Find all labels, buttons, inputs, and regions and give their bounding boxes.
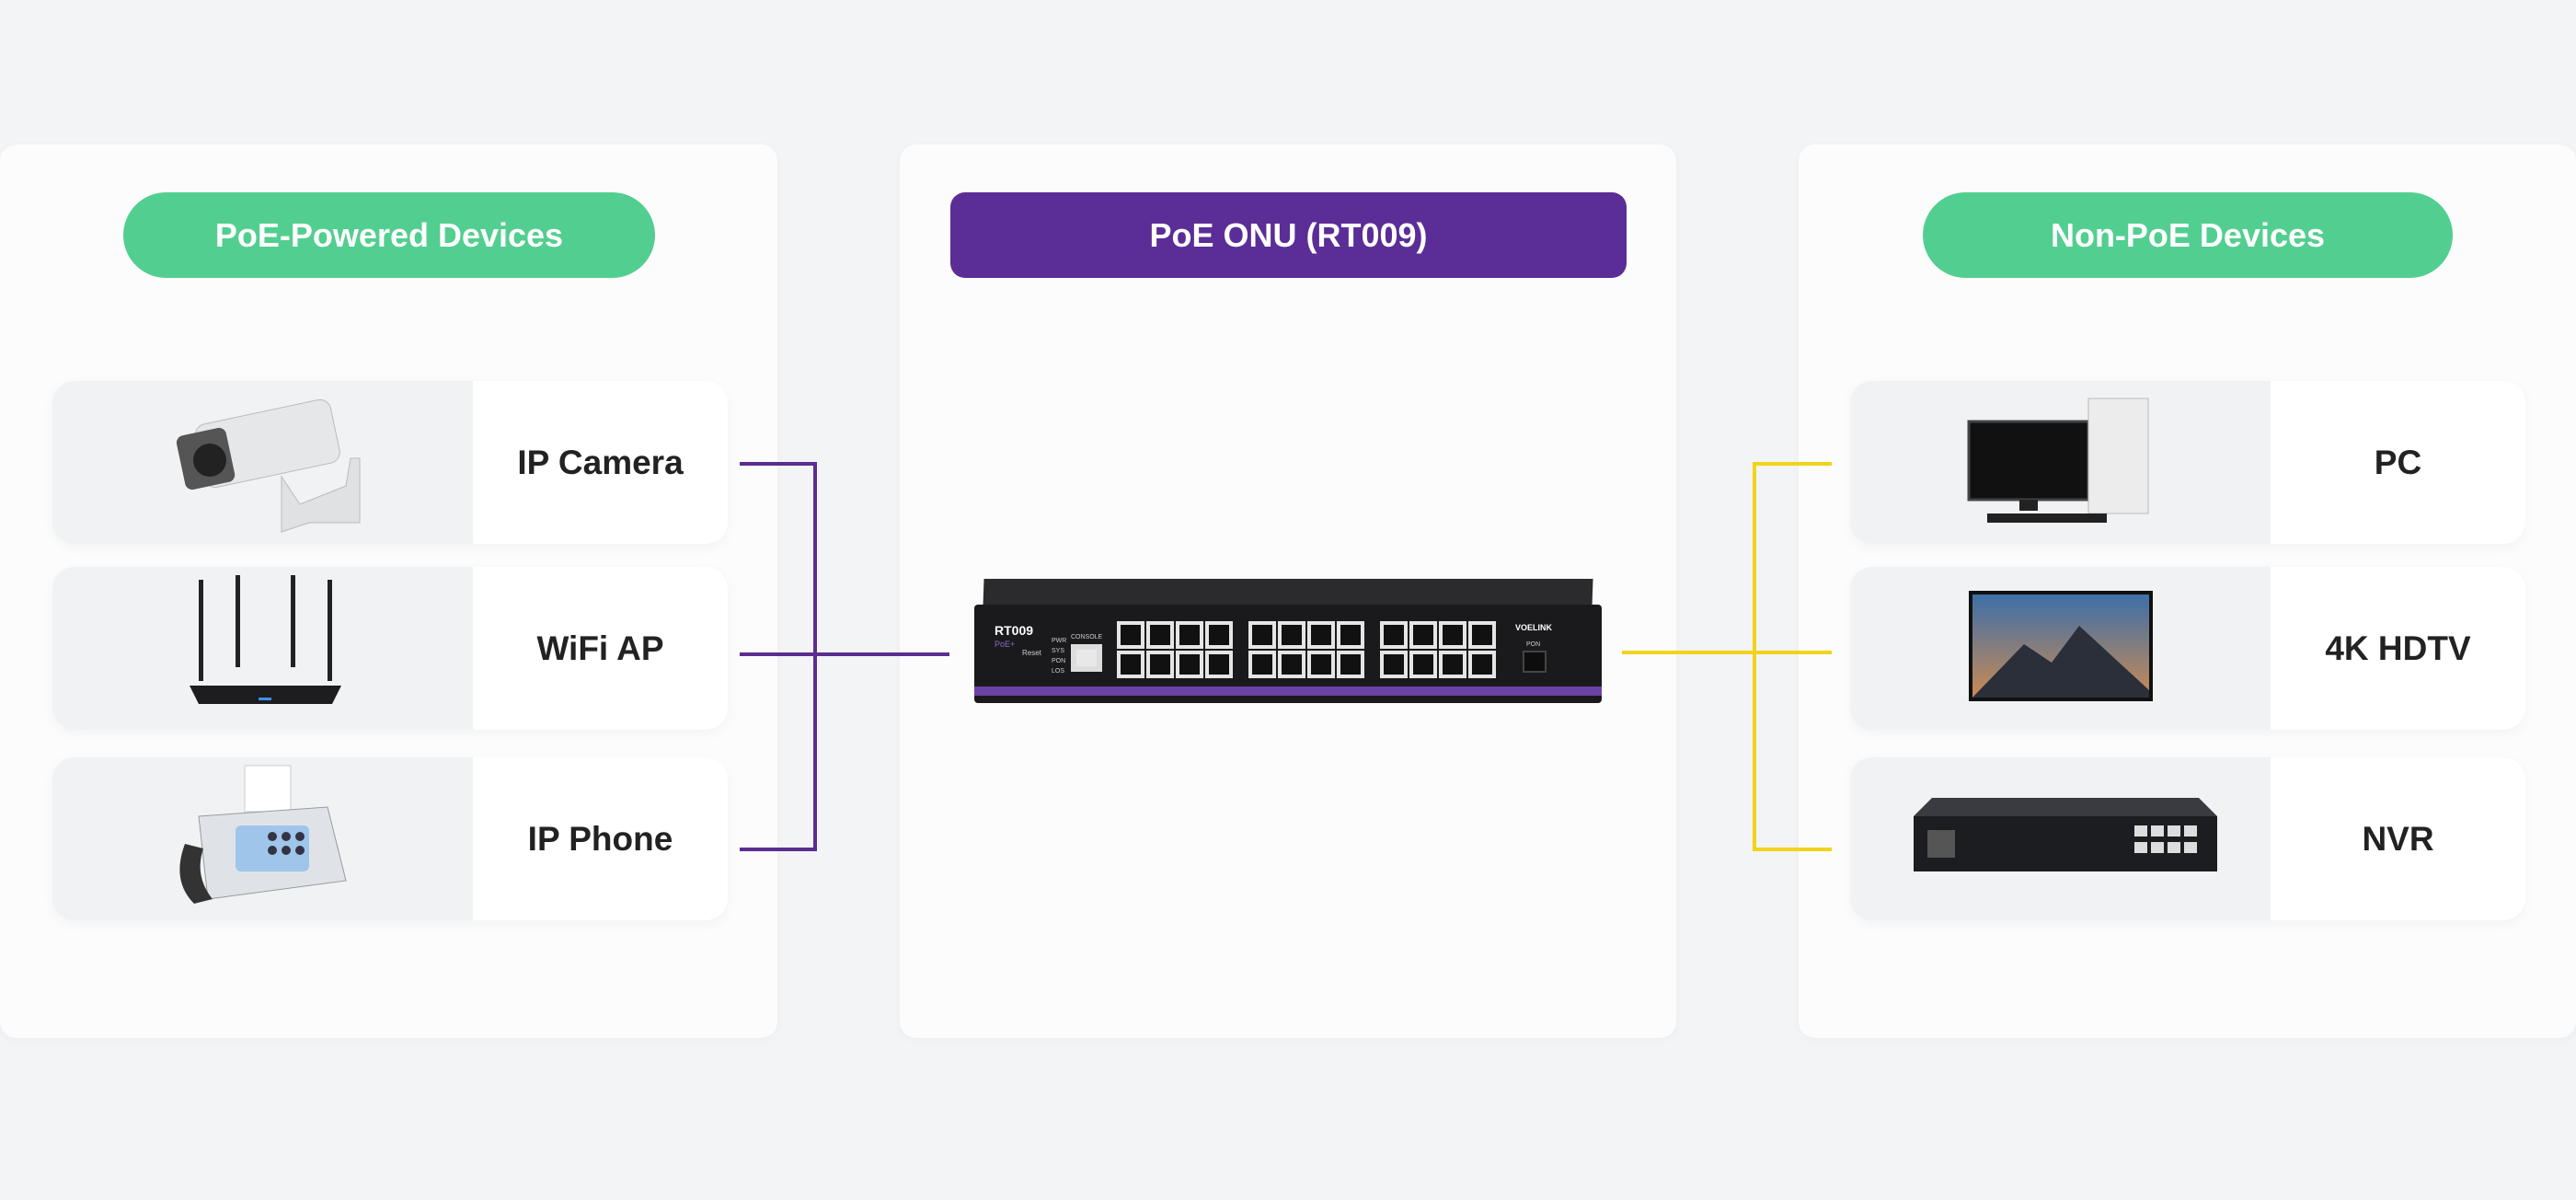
ethernet-port: [1468, 651, 1496, 678]
list-item: IP Camera: [52, 381, 728, 544]
poe-connector: [740, 848, 817, 851]
ethernet-port: [1468, 621, 1496, 649]
ethernet-port: [1278, 651, 1305, 678]
non-poe-connector: [1753, 848, 1832, 851]
poe-devices-header: PoE-Powered Devices: [123, 192, 655, 278]
non-poe-connector: [1753, 462, 1756, 851]
ethernet-port: [1409, 651, 1437, 678]
ethernet-port: [1307, 651, 1335, 678]
model-label: RT009: [995, 623, 1034, 638]
led-label-pon: PON: [1052, 658, 1066, 664]
ethernet-port: [1117, 651, 1144, 678]
pon-label: PON: [1526, 641, 1541, 648]
ethernet-port: [1380, 621, 1408, 649]
led-label-sys: SYS: [1052, 648, 1065, 654]
item-label: NVR: [2271, 757, 2525, 920]
item-label: IP Phone: [473, 757, 728, 920]
list-item: 4K HDTV: [1850, 567, 2525, 730]
non-poe-connector: [1622, 651, 1756, 654]
ethernet-port: [1337, 621, 1364, 649]
ethernet-port: [1176, 651, 1203, 678]
list-item: NVR: [1850, 757, 2525, 920]
brand-logo: VOELINK: [1515, 623, 1553, 632]
ethernet-port: [1205, 651, 1233, 678]
poe-connector: [813, 652, 949, 656]
list-item: PC: [1850, 381, 2525, 544]
poe-devices-panel: PoE-Powered Devices IP Camera WiFi AP IP…: [0, 144, 777, 1038]
console-port: [1071, 644, 1102, 672]
ethernet-port: [1307, 621, 1335, 649]
ip-camera-icon: [52, 381, 473, 544]
list-item: WiFi AP: [52, 567, 728, 730]
poe-onu-switch: RT009 PoE+ Reset PWR SYS PON LOS CONSOLE…: [974, 579, 1602, 703]
ethernet-port: [1205, 621, 1233, 649]
item-label: PC: [2271, 381, 2525, 544]
led-label-pwr: PWR: [1052, 638, 1067, 644]
item-label: WiFi AP: [473, 567, 728, 730]
list-item: IP Phone: [52, 757, 728, 920]
poe-connector: [740, 652, 817, 656]
non-poe-connector: [1753, 462, 1832, 466]
item-label: IP Camera: [473, 381, 728, 544]
ethernet-port: [1117, 621, 1144, 649]
ethernet-port: [1439, 651, 1466, 678]
ethernet-port: [1176, 621, 1203, 649]
ethernet-port: [1380, 651, 1408, 678]
pc-icon: [1850, 381, 2271, 544]
non-poe-devices-header: Non-PoE Devices: [1923, 192, 2453, 278]
ethernet-port: [1248, 621, 1276, 649]
poe-connector: [740, 462, 817, 466]
nvr-icon: [1850, 757, 2271, 920]
onu-panel: PoE ONU (RT009) RT009 PoE+ Reset PWR SYS…: [900, 144, 1676, 1038]
item-label: 4K HDTV: [2271, 567, 2525, 730]
ip-phone-icon: [52, 757, 473, 920]
ethernet-port: [1146, 651, 1174, 678]
pon-port: [1523, 651, 1547, 673]
poe-connector: [813, 462, 817, 851]
ethernet-port: [1439, 621, 1466, 649]
ethernet-port: [1409, 621, 1437, 649]
onu-header: PoE ONU (RT009): [950, 192, 1627, 278]
non-poe-devices-panel: Non-PoE Devices PC 4K HDTV NVR: [1799, 144, 2576, 1038]
ethernet-port: [1278, 621, 1305, 649]
ethernet-port: [1146, 621, 1174, 649]
wifi-router-icon: [52, 567, 473, 730]
reset-label: Reset: [1022, 649, 1041, 657]
console-label: CONSOLE: [1071, 634, 1103, 640]
ethernet-ports: [1117, 621, 1496, 682]
model-sub-label: PoE+: [995, 640, 1016, 649]
ethernet-port: [1337, 651, 1364, 678]
non-poe-connector: [1753, 651, 1832, 654]
tv-icon: [1850, 567, 2271, 730]
ethernet-port: [1248, 651, 1276, 678]
led-label-los: LOS: [1052, 668, 1065, 675]
